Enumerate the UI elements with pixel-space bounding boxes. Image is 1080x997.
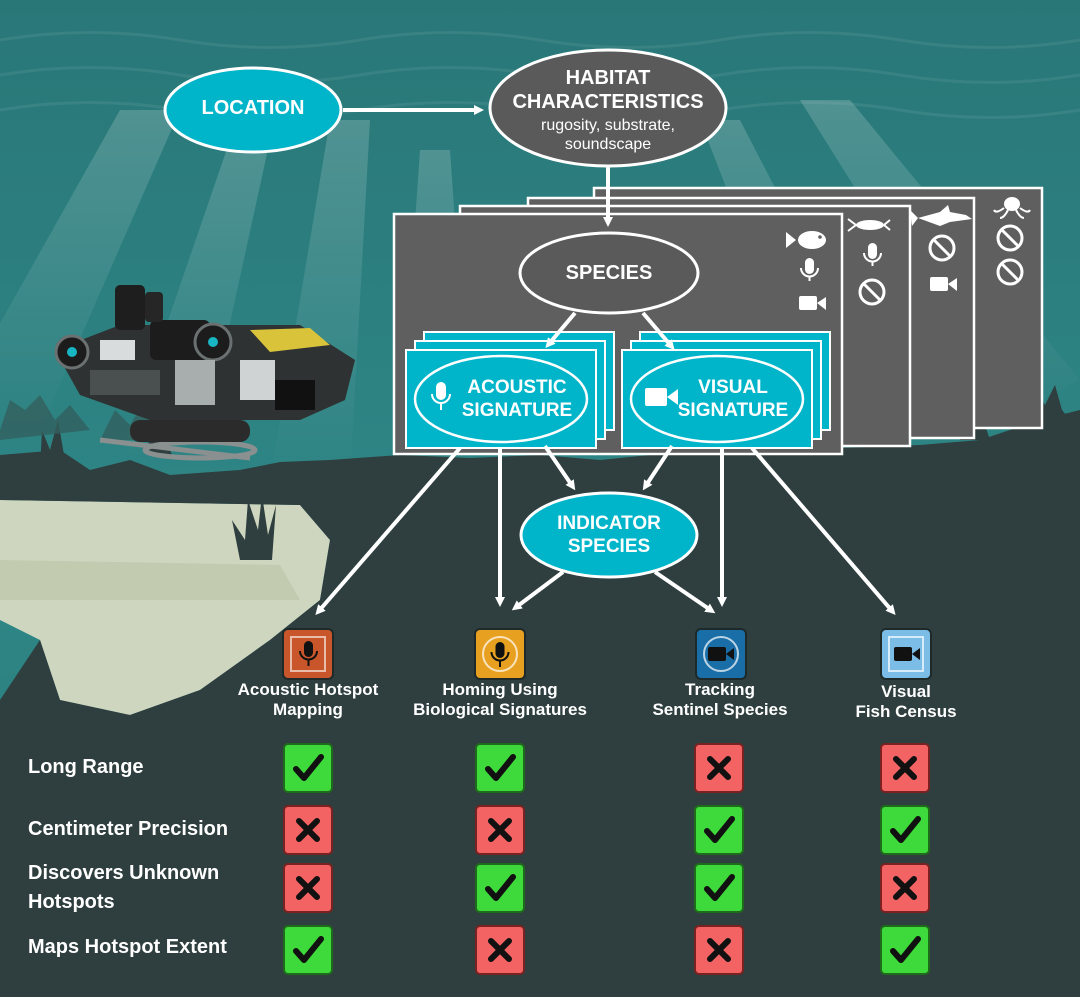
cross-mark-icon	[475, 925, 525, 975]
camera-icon	[645, 388, 678, 406]
arrow-visual-indicator	[642, 444, 674, 491]
method-icons	[282, 628, 932, 680]
prohibited-icon	[858, 278, 886, 306]
fish-icon	[786, 231, 826, 249]
arrow-species-visual	[641, 311, 675, 351]
method-acoustic-hotspot-mapping: Acoustic Hotspot Mapping	[222, 680, 394, 719]
method-label-line-2: Fish Census	[855, 701, 957, 721]
criteria-maps-hotspot-extent: Maps Hotspot Extent	[28, 933, 227, 962]
habitat-title-line-2: CHARACTERISTICS	[512, 91, 704, 113]
method-label-line-2: Mapping	[273, 699, 343, 719]
microphone-icon	[863, 243, 882, 266]
flow-arrows	[315, 105, 896, 616]
species-node	[518, 231, 700, 315]
camera-icon	[799, 296, 826, 310]
habitat-title-line-1: HABITAT	[565, 67, 651, 89]
method-tracking-sentinel-species: Tracking Sentinel Species	[634, 680, 806, 719]
habitat-node	[488, 48, 728, 168]
method-label-line-1: Homing Using	[442, 680, 558, 699]
underwater-vehicle	[54, 285, 355, 461]
method-visual-fish-census: Visual Fish Census	[820, 682, 992, 721]
shark-icon	[910, 205, 972, 226]
method-label-line-1: Tracking	[685, 680, 755, 699]
check-mark-icon	[475, 863, 525, 913]
cross-mark-icon	[694, 925, 744, 975]
indicator-species-line-2: SPECIES	[567, 536, 651, 557]
criteria-label-line-1: Maps Hotspot Extent	[28, 936, 227, 958]
location-label: LOCATION	[201, 97, 305, 119]
visual-signature-node	[629, 354, 805, 444]
cross-mark-icon	[283, 863, 333, 913]
criteria-label-line-1: Discovers Unknown	[28, 862, 220, 884]
criteria-discovers-unknown-hotspots: Discovers Unknown Hotspots	[28, 859, 219, 917]
check-mark-icon	[880, 805, 930, 855]
visual-signature-line-1: VISUAL	[698, 377, 768, 398]
acoustic-signature-line-1: ACOUSTIC	[467, 377, 567, 398]
prohibited-icon	[996, 224, 1024, 252]
octopus-icon	[993, 197, 1031, 219]
check-mark-icon	[283, 925, 333, 975]
cross-mark-icon	[283, 805, 333, 855]
species-label: SPECIES	[565, 262, 653, 284]
arrow-indicator-homing	[511, 570, 565, 611]
arrow-visual-census	[750, 446, 896, 616]
criteria-long-range: Long Range	[28, 753, 144, 782]
habitat-subtitle-line-2: soundscape	[564, 136, 652, 153]
microphone-icon	[800, 258, 819, 281]
arrow-species-acoustic	[545, 311, 577, 349]
method-label-line-2: Biological Signatures	[413, 699, 587, 719]
method-homing-biological-signatures: Homing Using Biological Signatures	[400, 680, 600, 719]
check-mark-icon	[694, 863, 744, 913]
tracking-icon	[695, 628, 747, 680]
cross-mark-icon	[880, 863, 930, 913]
criteria-label-line-2: Hotspots	[28, 891, 115, 913]
acoustic-signature-stack	[405, 331, 615, 449]
criteria-centimeter-precision: Centimeter Precision	[28, 815, 228, 844]
check-mark-icon	[283, 743, 333, 793]
camera-icon	[930, 277, 957, 291]
criteria-label-line-1: Long Range	[28, 756, 144, 778]
check-mark-icon	[475, 743, 525, 793]
cross-mark-icon	[475, 805, 525, 855]
seafloor	[0, 410, 1080, 997]
arrow-indicator-tracking	[653, 570, 716, 614]
census-icon	[880, 628, 932, 680]
arrow-acoustic-indicator	[543, 444, 576, 491]
microphone-icon	[431, 382, 451, 410]
prohibited-icon	[928, 234, 956, 262]
indicator-species-line-1: INDICATOR	[557, 513, 661, 534]
cross-mark-icon	[694, 743, 744, 793]
card-icons	[786, 197, 1031, 310]
arrow-acoustic-mapping	[315, 446, 462, 616]
homing-icon	[474, 628, 526, 680]
criteria-label-line-1: Centimeter Precision	[28, 818, 229, 840]
method-label-line-1: Visual	[881, 682, 931, 701]
method-label-line-2: Sentinel Species	[652, 699, 788, 719]
acoustic-signature-line-2: SIGNATURE	[461, 400, 573, 421]
check-mark-icon	[694, 805, 744, 855]
check-mark-icon	[880, 925, 930, 975]
lobster-icon	[847, 218, 891, 232]
habitat-subtitle-line-1: rugosity, substrate,	[541, 117, 675, 134]
method-label-line-1: Acoustic Hotspot	[237, 680, 379, 699]
acoustic-signature-node	[413, 354, 589, 444]
location-node	[163, 66, 343, 154]
prohibited-icon	[996, 258, 1024, 286]
indicator-species-node	[519, 491, 699, 579]
cross-mark-icon	[880, 743, 930, 793]
acoustic-mapping-icon	[282, 628, 334, 680]
visual-signature-line-2: SIGNATURE	[677, 400, 789, 421]
